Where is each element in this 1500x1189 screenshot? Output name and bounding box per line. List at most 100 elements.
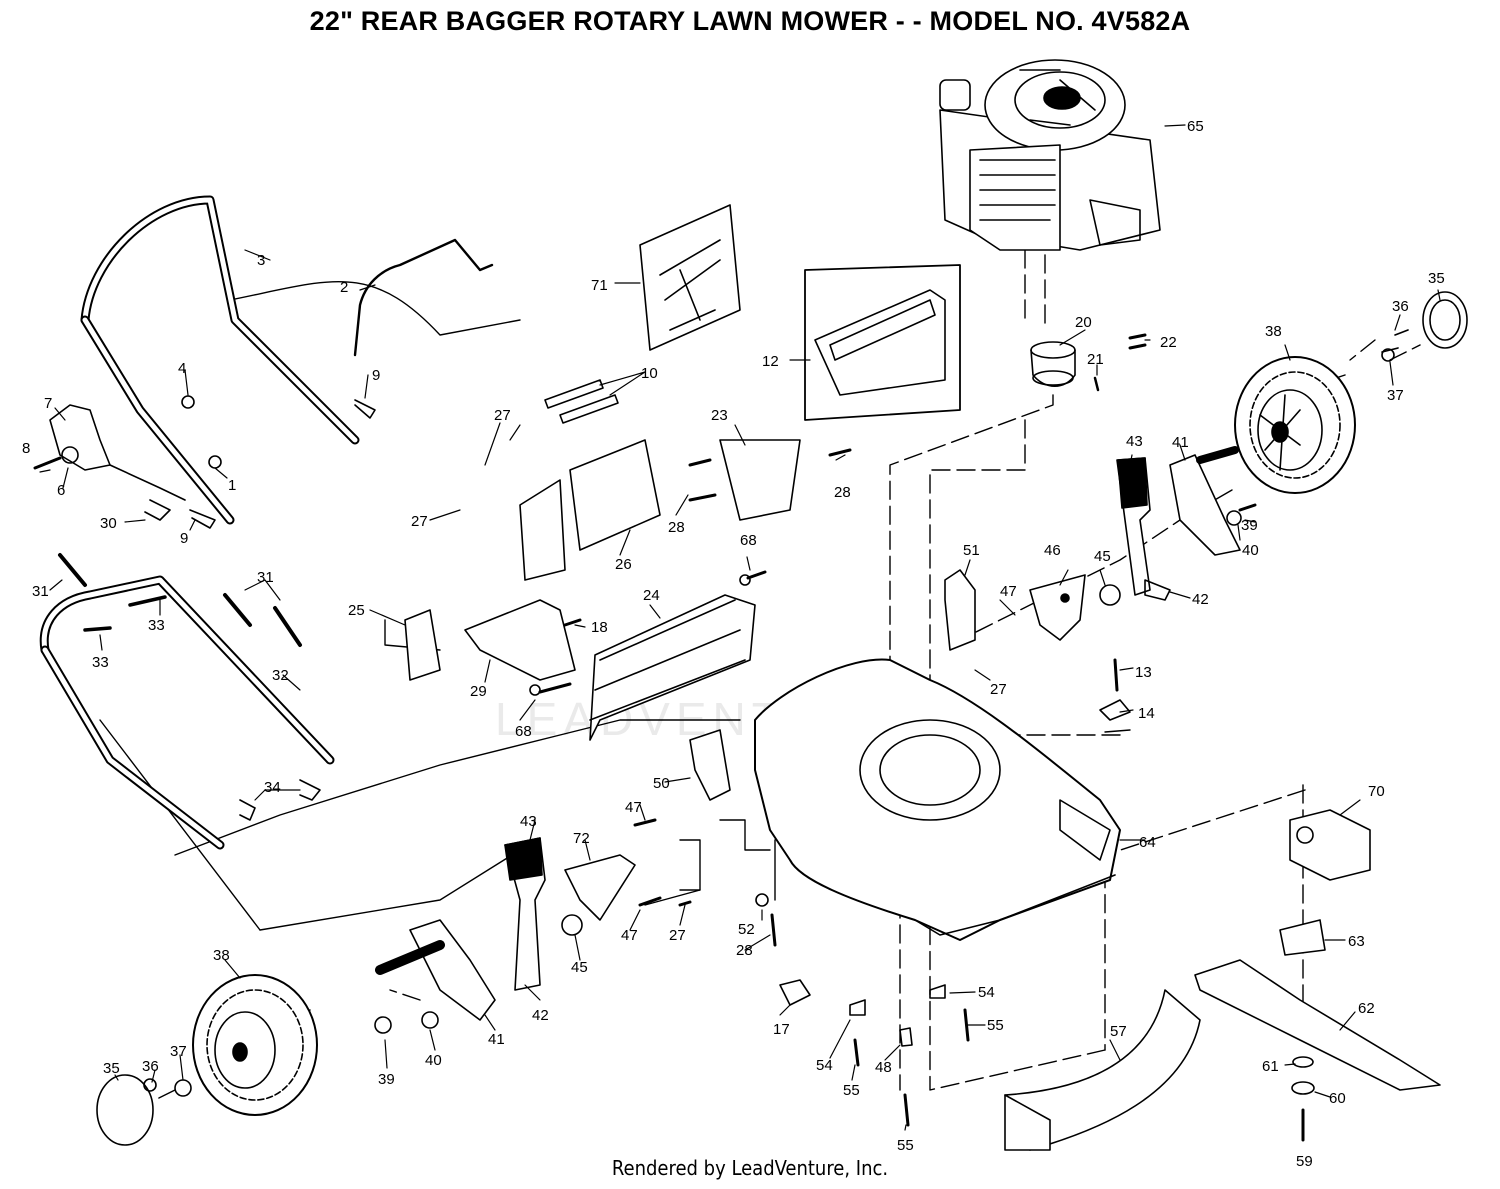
grass-catcher-frame (804, 264, 961, 421)
part-label-34: 34 (264, 779, 281, 796)
part-label-62: 62 (1358, 1000, 1375, 1017)
part-label-68-b: 68 (515, 723, 532, 740)
part-label-3: 3 (257, 252, 265, 269)
part-label-45-right: 45 (1094, 548, 1111, 565)
part-label-13: 13 (1135, 664, 1152, 681)
part-label-42-left: 42 (532, 1007, 549, 1024)
leader-lines (39, 124, 1441, 1131)
part-label-54-left: 54 (816, 1057, 833, 1074)
cable-clips (181, 395, 376, 529)
part-label-35-right: 35 (1428, 270, 1445, 287)
part-label-32: 32 (272, 667, 289, 684)
part-label-2: 2 (340, 279, 348, 296)
part-label-24: 24 (643, 587, 660, 604)
part-label-40-right: 40 (1242, 542, 1259, 559)
part-label-41-left: 41 (488, 1031, 505, 1048)
part-label-22: 22 (1160, 334, 1177, 351)
part-label-65: 65 (1187, 118, 1204, 135)
part-label-27-b: 27 (411, 513, 428, 530)
part-label-10: 10 (641, 365, 658, 382)
part-label-9-bottom: 9 (180, 530, 188, 547)
engine (939, 59, 1161, 251)
part-label-14: 14 (1138, 705, 1155, 722)
part-label-47-low: 47 (621, 927, 638, 944)
part-label-33-bottom: 33 (92, 654, 109, 671)
part-label-42-right: 42 (1192, 591, 1209, 608)
part-label-27-a: 27 (494, 407, 511, 424)
diagram-title: 22" REAR BAGGER ROTARY LAWN MOWER - - MO… (309, 6, 1191, 36)
part-label-47-mid: 47 (625, 799, 642, 816)
part-label-8: 8 (22, 440, 30, 457)
part-label-72: 72 (573, 830, 590, 847)
part-label-55-low: 55 (897, 1137, 914, 1154)
part-label-4: 4 (178, 360, 186, 377)
part-label-27-c: 27 (990, 681, 1007, 698)
part-label-28-a: 28 (834, 484, 851, 501)
part-label-31-right: 31 (257, 569, 274, 586)
part-label-64: 64 (1139, 834, 1156, 851)
part-label-40-left: 40 (425, 1052, 442, 1069)
part-label-37-right: 37 (1387, 387, 1404, 404)
connector-lines (99, 281, 1131, 931)
part-label-17: 17 (773, 1021, 790, 1038)
strips (544, 379, 619, 424)
throttle-control (33, 404, 186, 521)
part-label-29: 29 (470, 683, 487, 700)
part-label-1: 1 (228, 477, 236, 494)
part-label-9-top: 9 (372, 367, 380, 384)
part-label-45-left: 45 (571, 959, 588, 976)
lower-handle (39, 553, 335, 850)
part-label-28-c: 28 (736, 942, 753, 959)
part-label-41-right: 41 (1172, 434, 1189, 451)
part-label-33-top: 33 (148, 617, 165, 634)
part-label-51: 51 (963, 542, 980, 559)
part-label-54-right: 54 (978, 984, 995, 1001)
part-label-55-mid: 55 (843, 1082, 860, 1099)
part-label-18: 18 (591, 619, 608, 636)
part-labels: 65 3 2 71 12 35 36 38 20 22 21 37 4 9 10… (22, 118, 1445, 1170)
part-label-37-left: 37 (170, 1043, 187, 1060)
part-label-12: 12 (762, 353, 779, 370)
part-label-25: 25 (348, 602, 365, 619)
part-label-31-left: 31 (32, 583, 49, 600)
mower-deck (754, 658, 1121, 941)
part-label-46: 46 (1044, 542, 1061, 559)
part-label-26: 26 (615, 556, 632, 573)
part-label-30: 30 (100, 515, 117, 532)
part-label-59: 59 (1296, 1153, 1313, 1170)
grass-deflector (639, 204, 741, 351)
part-label-7: 7 (44, 395, 52, 412)
part-label-27-d: 27 (669, 927, 686, 944)
right-wheel (1226, 291, 1468, 526)
part-label-6: 6 (57, 482, 65, 499)
part-label-38-left: 38 (213, 947, 230, 964)
part-label-20: 20 (1075, 314, 1092, 331)
height-adjuster-right (944, 446, 1241, 651)
part-label-55-right: 55 (987, 1017, 1004, 1034)
bolt-13-14 (1099, 658, 1131, 721)
part-label-68-a: 68 (740, 532, 757, 549)
part-label-71: 71 (591, 277, 608, 294)
part-label-52: 52 (738, 921, 755, 938)
rear-door-assembly (404, 439, 852, 741)
part-label-35-left: 35 (103, 1060, 120, 1077)
part-label-21: 21 (1087, 351, 1104, 368)
small-hardware (755, 893, 970, 1127)
part-label-36-left: 36 (142, 1058, 159, 1075)
left-wheel (96, 974, 439, 1146)
part-label-39-left: 39 (378, 1071, 395, 1088)
part-label-57: 57 (1110, 1023, 1127, 1040)
adapter-pulley (1030, 333, 1147, 392)
part-label-28-b: 28 (668, 519, 685, 536)
part-label-48: 48 (875, 1059, 892, 1076)
part-label-50: 50 (653, 775, 670, 792)
baffle (1004, 989, 1201, 1151)
footer-credit: Rendered by LeadVenture, Inc. (611, 1156, 889, 1180)
part-label-47-right: 47 (1000, 583, 1017, 600)
part-label-23: 23 (711, 407, 728, 424)
part-label-61: 61 (1262, 1058, 1279, 1075)
upper-handle (80, 195, 360, 525)
part-label-60: 60 (1329, 1090, 1346, 1107)
control-bar (353, 238, 494, 357)
